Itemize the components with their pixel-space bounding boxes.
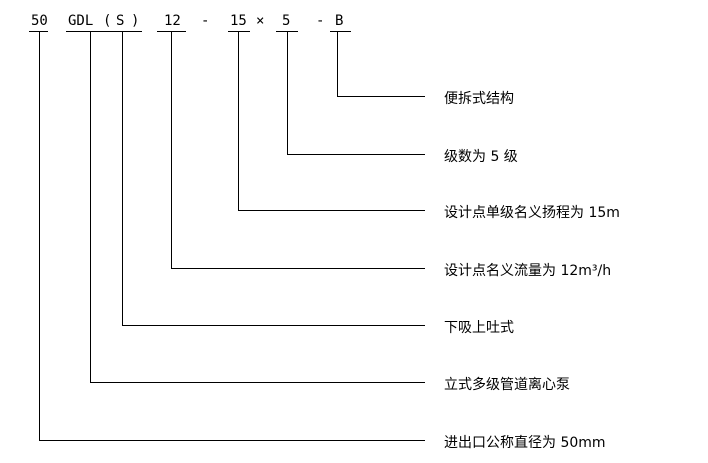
leader-lines	[39, 32, 425, 441]
leader-stages	[287, 32, 425, 155]
code-flow: 12	[164, 13, 181, 29]
label-series: 立式多级管道离心泵	[444, 376, 570, 393]
leader-head	[238, 32, 425, 211]
code-series: GDL	[68, 13, 93, 29]
leader-series	[90, 32, 425, 383]
leader-suction	[122, 32, 425, 326]
code-open-paren: (	[103, 13, 111, 29]
label-stages: 级数为 5 级	[444, 149, 518, 165]
annotation-labels: 便拆式结构 级数为 5 级 设计点单级名义扬程为 15m 设计点名义流量为 12…	[444, 91, 620, 451]
label-structure: 便拆式结构	[444, 91, 514, 107]
label-diameter: 进出口公称直径为 50mm	[444, 434, 606, 451]
code-dash-1: -	[201, 13, 209, 29]
code-structure: B	[335, 13, 343, 29]
leader-structure	[337, 32, 425, 97]
code-head: 15	[230, 13, 247, 29]
leader-flow	[171, 32, 425, 269]
model-code-row: 50 GDL ( S ) 12 - 15 × 5 - B	[31, 13, 343, 29]
code-stages: 5	[282, 13, 290, 29]
code-suction: S	[116, 13, 124, 29]
label-suction: 下吸上吐式	[444, 320, 514, 336]
code-dash-2: -	[316, 13, 324, 29]
label-flow: 设计点名义流量为 12m³/h	[444, 263, 611, 279]
label-head: 设计点单级名义扬程为 15m	[444, 205, 620, 221]
code-times: ×	[256, 13, 264, 29]
leader-diameter	[39, 32, 425, 441]
code-diameter: 50	[31, 13, 48, 29]
code-close-paren: )	[131, 13, 139, 29]
